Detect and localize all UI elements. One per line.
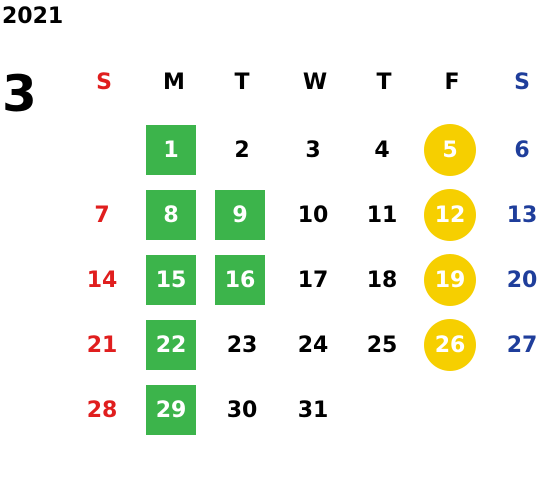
day-cell[interactable]: 30 bbox=[226, 397, 258, 423]
day-cell[interactable]: 24 bbox=[297, 332, 329, 358]
day-cell[interactable]: 13 bbox=[506, 202, 538, 228]
calendar-year: 2021 bbox=[2, 4, 64, 29]
day-cell[interactable]: 23 bbox=[226, 332, 258, 358]
day-cell[interactable]: 27 bbox=[506, 332, 538, 358]
day-cell[interactable]: 9 bbox=[215, 190, 265, 240]
day-cell[interactable]: 8 bbox=[146, 190, 196, 240]
day-cell[interactable]: 19 bbox=[424, 254, 476, 306]
day-cell[interactable]: 29 bbox=[146, 385, 196, 435]
day-cell[interactable]: 2 bbox=[234, 137, 250, 163]
day-cell[interactable]: 21 bbox=[86, 332, 118, 358]
day-cell[interactable]: 17 bbox=[297, 267, 329, 293]
day-cell[interactable]: 28 bbox=[86, 397, 118, 423]
day-cell[interactable]: 14 bbox=[86, 267, 118, 293]
weekday-saturday: S bbox=[514, 69, 530, 95]
day-cell[interactable]: 25 bbox=[366, 332, 398, 358]
day-cell[interactable]: 12 bbox=[424, 189, 476, 241]
day-cell[interactable]: 11 bbox=[366, 202, 398, 228]
day-cell[interactable]: 3 bbox=[305, 137, 321, 163]
weekday-monday: M bbox=[163, 69, 185, 95]
weekday-tuesday: T bbox=[234, 69, 250, 95]
day-cell[interactable]: 22 bbox=[146, 320, 196, 370]
day-cell[interactable]: 20 bbox=[506, 267, 538, 293]
day-cell[interactable]: 15 bbox=[146, 255, 196, 305]
weekday-friday: F bbox=[444, 69, 460, 95]
day-cell[interactable]: 18 bbox=[366, 267, 398, 293]
day-cell[interactable]: 7 bbox=[94, 202, 110, 228]
day-cell[interactable]: 4 bbox=[374, 137, 390, 163]
day-cell[interactable]: 1 bbox=[146, 125, 196, 175]
calendar-month: 3 bbox=[2, 65, 37, 123]
day-cell[interactable]: 5 bbox=[424, 124, 476, 176]
day-cell[interactable]: 16 bbox=[215, 255, 265, 305]
weekday-wednesday: W bbox=[302, 69, 328, 95]
weekday-thursday: T bbox=[376, 69, 392, 95]
day-cell[interactable]: 10 bbox=[297, 202, 329, 228]
weekday-sunday: S bbox=[96, 69, 112, 95]
day-cell[interactable]: 31 bbox=[297, 397, 329, 423]
day-cell[interactable]: 6 bbox=[514, 137, 530, 163]
day-cell[interactable]: 26 bbox=[424, 319, 476, 371]
